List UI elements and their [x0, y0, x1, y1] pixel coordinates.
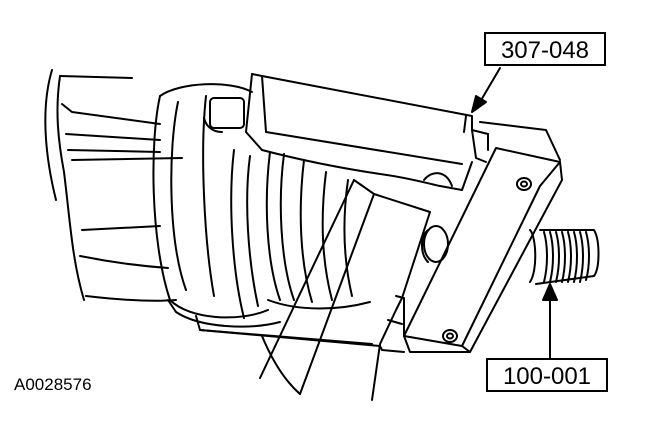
forcing-screw [529, 229, 600, 285]
hub-flange [152, 83, 281, 328]
callout-text: 307-048 [500, 37, 590, 64]
figure-id: A0028576 [14, 375, 92, 394]
callout-label-307-048: 307-048 [484, 32, 606, 66]
puller-legs [195, 179, 431, 401]
axle-shaft [44, 69, 183, 302]
leader-arrow-bottom [542, 283, 558, 359]
leader-arrow-top [471, 67, 501, 113]
callout-text: 100-001 [502, 363, 592, 390]
puller-plate [403, 147, 563, 353]
splined-body [265, 151, 371, 310]
callout-label-100-001: 100-001 [486, 358, 608, 392]
tool-307-048-bracket [245, 73, 561, 191]
adapter-button [421, 225, 449, 263]
